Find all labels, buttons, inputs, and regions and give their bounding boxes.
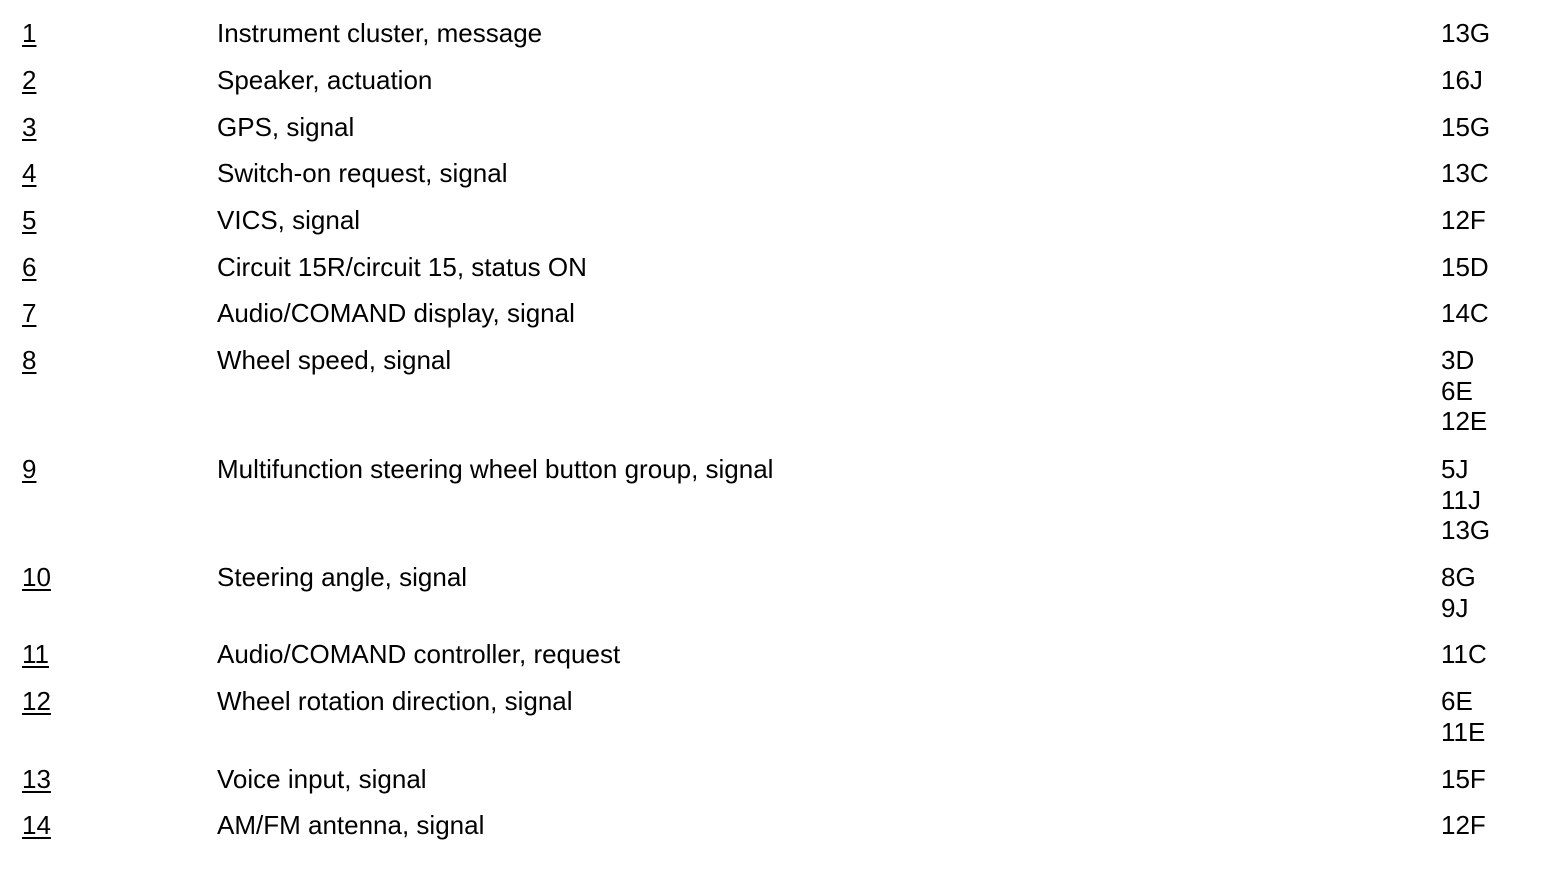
grid-reference-list: 14C (1441, 298, 1489, 329)
legend-number-link[interactable]: 7 (22, 298, 37, 328)
grid-reference: 6E (1441, 375, 1473, 406)
legend-description: Voice input, signal (217, 764, 427, 794)
grid-reference: 8G (1441, 562, 1476, 592)
legend-number-link[interactable]: 3 (22, 112, 37, 142)
legend-number-link[interactable]: 9 (22, 454, 37, 484)
grid-reference: 12F (1441, 810, 1486, 840)
legend-description: Wheel speed, signal (217, 345, 452, 375)
grid-reference: 16J (1441, 65, 1483, 95)
legend-number-link[interactable]: 14 (22, 810, 51, 840)
grid-reference-list: 11C (1441, 639, 1487, 670)
grid-reference-list: 15F (1441, 764, 1486, 795)
legend-description: Switch-on request, signal (217, 158, 508, 188)
grid-reference: 12F (1441, 205, 1486, 235)
grid-reference: 15G (1441, 112, 1491, 142)
legend-description: AM/FM antenna, signal (217, 810, 485, 840)
grid-reference: 9J (1441, 592, 1469, 623)
legend-number-link[interactable]: 13 (22, 764, 51, 794)
legend-number-link[interactable]: 12 (22, 686, 51, 716)
legend-number-link[interactable]: 2 (22, 65, 37, 95)
legend-number-link[interactable]: 10 (22, 562, 51, 592)
legend-number-link[interactable]: 1 (22, 18, 37, 48)
grid-reference: 11E (1441, 716, 1486, 747)
grid-reference: 12E (1441, 406, 1488, 436)
grid-reference: 11J (1441, 484, 1481, 515)
grid-reference: 14C (1441, 298, 1489, 328)
legend-number-link[interactable]: 5 (22, 205, 37, 235)
grid-reference-list: 12F (1441, 810, 1486, 841)
legend-description: Circuit 15R/circuit 15, status ON (217, 252, 587, 282)
grid-reference: 3D (1441, 345, 1475, 375)
legend-description: GPS, signal (217, 112, 355, 142)
legend-description: VICS, signal (217, 205, 361, 235)
legend-description: Audio/COMAND controller, request (217, 639, 621, 669)
legend-number-link[interactable]: 11 (22, 639, 49, 669)
grid-reference-list: 13C (1441, 158, 1489, 189)
legend-number-link[interactable]: 8 (22, 345, 37, 375)
legend-description: Steering angle, signal (217, 562, 468, 592)
legend-number-link[interactable]: 6 (22, 252, 37, 282)
legend-number-link[interactable]: 4 (22, 158, 37, 188)
legend-description: Audio/COMAND display, signal (217, 298, 575, 328)
grid-reference: 15F (1441, 764, 1486, 794)
grid-reference: 5J (1441, 454, 1469, 484)
grid-reference-list: 12F (1441, 205, 1486, 236)
grid-reference: 13G (1441, 18, 1491, 48)
legend-description: Multifunction steering wheel button grou… (217, 454, 774, 484)
grid-reference: 6E (1441, 686, 1473, 716)
grid-reference: 13G (1441, 515, 1491, 545)
grid-reference: 15D (1441, 252, 1489, 282)
grid-reference: 11C (1441, 639, 1487, 669)
legend-description: Instrument cluster, message (217, 18, 543, 48)
grid-reference: 13C (1441, 158, 1489, 188)
grid-reference-list: 13G (1441, 18, 1490, 49)
grid-reference-list: 16J (1441, 65, 1483, 96)
legend-description: Wheel rotation direction, signal (217, 686, 573, 716)
grid-reference-list: 15D (1441, 252, 1489, 283)
legend-description: Speaker, actuation (217, 65, 433, 95)
grid-reference-list: 15G (1441, 112, 1490, 143)
